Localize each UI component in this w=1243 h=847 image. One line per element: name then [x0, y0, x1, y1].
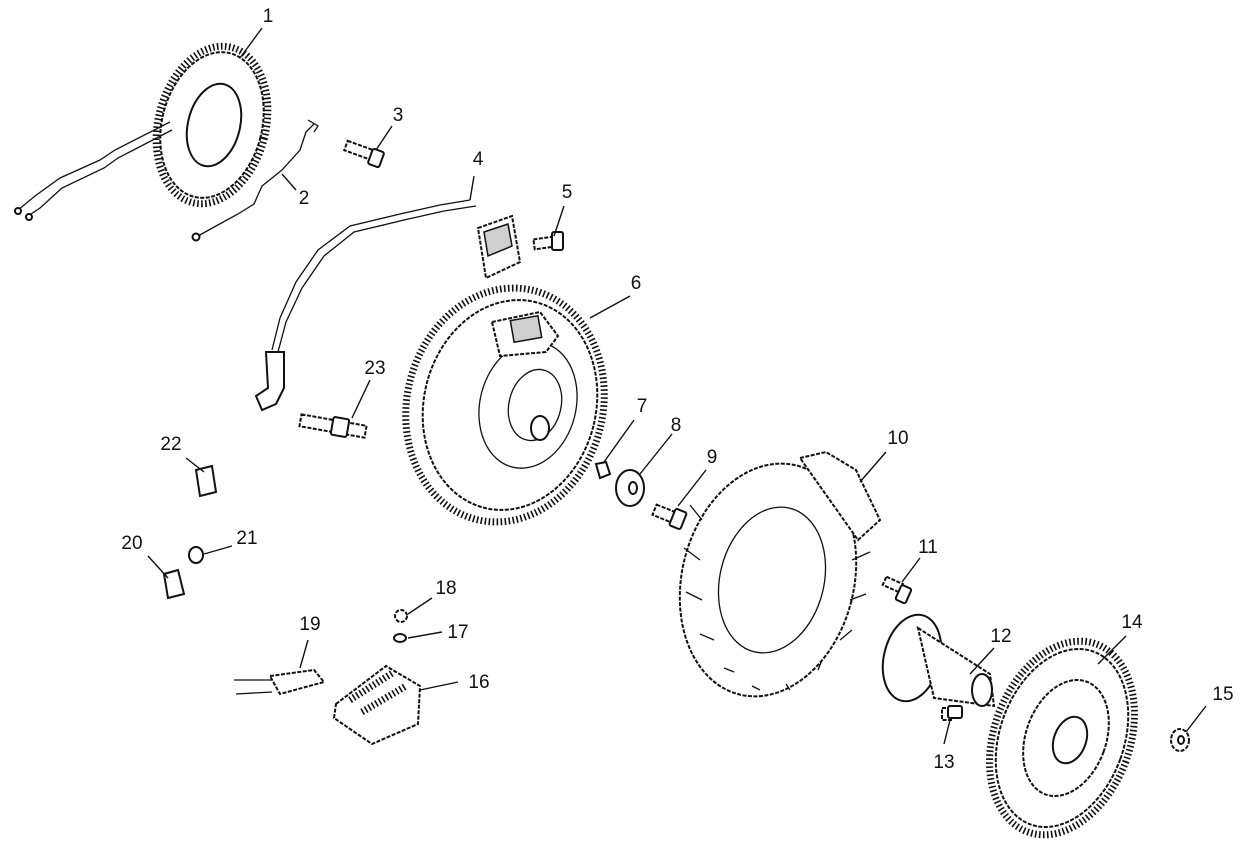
part-12-hub-adapter [881, 613, 996, 708]
leader-lines [147, 27, 1207, 745]
callout-11: 11 [918, 537, 938, 558]
callout-16: 16 [468, 672, 489, 693]
part-4-ignition-coil [254, 199, 522, 412]
part-14-grass-screen [986, 637, 1138, 839]
part-1-stator [14, 42, 272, 221]
part-22-clip [194, 464, 218, 498]
callout-23: 23 [364, 358, 385, 379]
part-5-screw [532, 231, 564, 251]
part-21-washer [188, 546, 204, 564]
part-19-wire-harness [234, 668, 326, 696]
callout-14: 14 [1121, 612, 1143, 633]
callout-2: 2 [299, 188, 310, 209]
part-11-screw [881, 575, 913, 605]
part-18-nut [394, 609, 408, 623]
part-17-washer [393, 633, 407, 643]
callout-17: 17 [447, 622, 468, 643]
callout-6: 6 [631, 273, 642, 294]
callout-10: 10 [887, 428, 908, 449]
part-7-key [594, 460, 612, 480]
part-13-screw [941, 705, 963, 721]
callout-13: 13 [933, 752, 954, 773]
callout-5: 5 [562, 182, 573, 203]
callout-8: 8 [671, 415, 682, 436]
callout-1: 1 [263, 6, 274, 27]
callout-12: 12 [990, 626, 1011, 647]
part-6-flywheel [402, 284, 608, 526]
callout-19: 19 [299, 614, 320, 635]
callout-4: 4 [473, 149, 484, 170]
callout-3: 3 [393, 105, 404, 126]
callout-labels: 1 2 3 4 5 6 7 8 9 10 11 12 13 14 15 16 1… [121, 6, 1233, 773]
part-20-clip [162, 568, 186, 600]
part-23-spark-plug [298, 413, 368, 439]
callout-21: 21 [236, 528, 257, 549]
callout-18: 18 [435, 578, 456, 599]
part-8-washer [615, 469, 645, 507]
part-3-bolt [342, 139, 385, 169]
part-15-nut [1170, 728, 1190, 752]
callout-22: 22 [160, 434, 181, 455]
part-16-regulator [332, 664, 422, 746]
part-9-bolt [651, 503, 688, 530]
callout-7: 7 [637, 396, 648, 417]
callout-9: 9 [707, 447, 718, 468]
callout-20: 20 [121, 533, 142, 554]
part-10-cooling-fan [678, 450, 882, 698]
callout-15: 15 [1212, 684, 1233, 705]
part-2-ground-wire [191, 119, 319, 242]
